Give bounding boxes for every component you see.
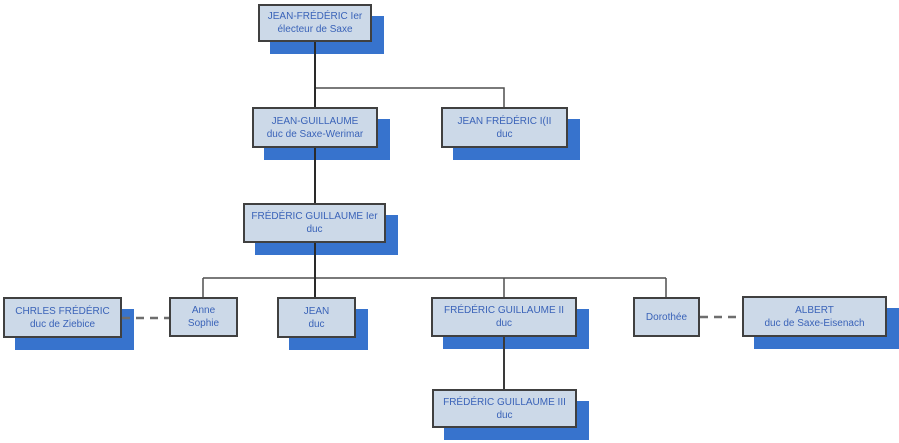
node-name: FRÉDÉRIC GUILLAUME Ier (251, 211, 378, 222)
node-frederic-guillaume-ii: FRÉDÉRIC GUILLAUME II duc (431, 297, 589, 349)
node-frederic-guillaume-iii: FRÉDÉRIC GUILLAUME III duc (432, 389, 589, 440)
node-dorothee: Dorothée (633, 297, 700, 337)
node-name: ALBERT (795, 304, 834, 316)
node-jean-frederic-ier: JEAN-FRÉDÉRIC Ier électeur de Saxe (258, 4, 384, 54)
node-title: duc (496, 128, 513, 140)
node-title: duc (496, 409, 513, 421)
node-title: duc de Saxe-Werimar (266, 128, 364, 140)
node-name: JEAN (303, 305, 330, 317)
node-name: FRÉDÉRIC GUILLAUME III (443, 396, 566, 408)
node-title: duc de Saxe-Eisenach (764, 317, 865, 329)
node-jean-frederic-i-ii: JEAN FRÉDÉRIC I(II duc (441, 107, 580, 160)
node-frederic-guillaume-ier: FRÉDÉRIC GUILLAUME Ier duc (243, 203, 398, 255)
node-albert: ALBERT duc de Saxe-Eisenach (742, 296, 899, 349)
node-name: Dorothée (645, 311, 688, 323)
node-title: duc (306, 224, 323, 235)
node-title: duc de Ziebice (29, 318, 96, 330)
node-name: JEAN-FRÉDÉRIC Ier (267, 11, 363, 22)
edge-root-bus (315, 87, 505, 107)
node-title: Sophie (187, 318, 220, 329)
node-title: duc (495, 318, 513, 329)
node-anne-sophie: Anne Sophie (169, 297, 238, 337)
node-jean-duc: JEAN duc (277, 297, 368, 350)
node-name: FRÉDÉRIC GUILLAUME II (443, 305, 565, 316)
node-chrles-frederic: CHRLES FRÉDÉRIC duc de Ziebice (3, 297, 134, 350)
node-title: duc (308, 318, 325, 330)
node-name: JEAN-GUILLAUME (271, 115, 359, 127)
node-name: JEAN FRÉDÉRIC I(II (457, 115, 552, 127)
node-jean-guillaume: JEAN-GUILLAUME duc de Saxe-Werimar (252, 107, 390, 160)
node-name: CHRLES FRÉDÉRIC (15, 305, 110, 317)
node-name: Anne (191, 305, 216, 316)
node-title: électeur de Saxe (277, 24, 353, 35)
